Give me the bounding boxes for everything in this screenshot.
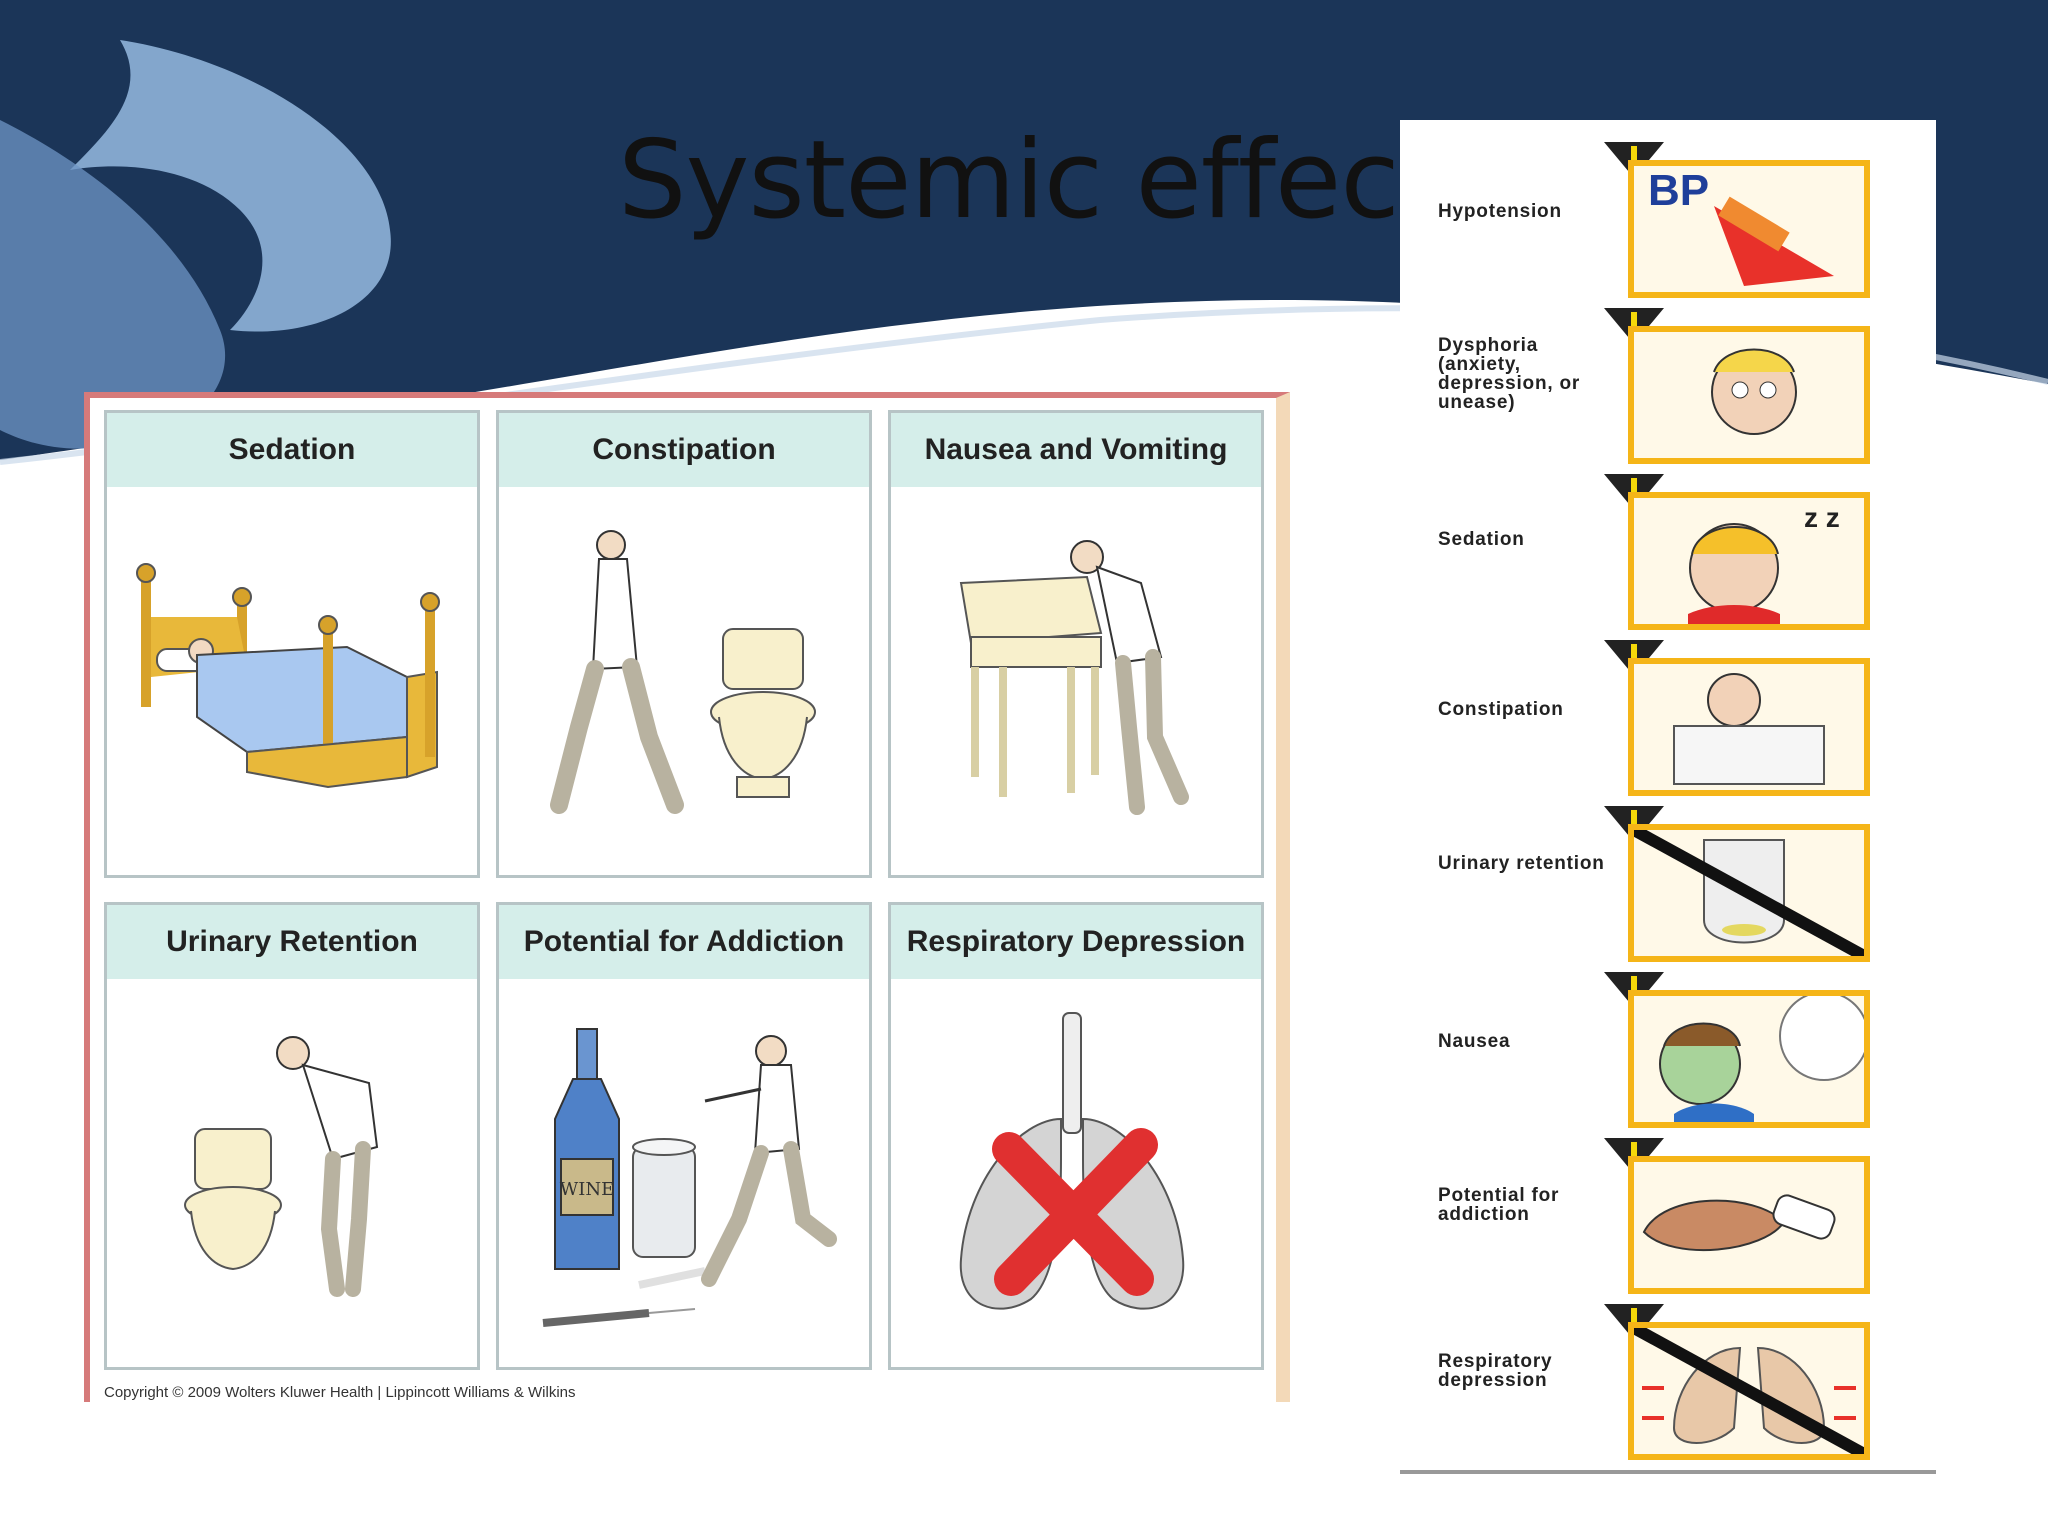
sink-vomiting-icon <box>959 540 1189 815</box>
effect-row-sedation: Sedation z z <box>1400 472 1936 632</box>
banner-shape <box>0 0 2048 460</box>
nauseous-face-icon <box>1628 990 1870 1128</box>
side-effects-column: Hypotension BP Dysphoria (anxiety, depre… <box>1400 120 1936 1474</box>
panel-addiction: Potential for Addiction WINE <box>496 902 872 1370</box>
slide-title: Systemic effects <box>618 118 1496 243</box>
person-toilet-icon <box>550 530 816 814</box>
effect-row-dysphoria: Dysphoria (anxiety, depression, or uneas… <box>1400 306 1936 466</box>
wine-label: WINE <box>560 1179 615 1200</box>
effect-row-addiction: Potential for addiction <box>1400 1136 1936 1296</box>
copyright-text: Copyright © 2009 Wolters Kluwer Health |… <box>104 1384 576 1401</box>
panel-header: Potential for Addiction <box>499 905 869 979</box>
effect-row-nausea: Nausea <box>1400 970 1936 1130</box>
bp-down-arrow-icon: BP <box>1628 160 1870 298</box>
opioid-effects-grid: Sedation Constipation <box>84 392 1294 1408</box>
effect-label: Dysphoria (anxiety, depression, or uneas… <box>1438 335 1581 413</box>
effect-label: Hypotension <box>1438 201 1562 222</box>
effect-row-urinary-retention: Urinary retention <box>1400 804 1936 964</box>
person-urinating-icon <box>184 1036 379 1297</box>
panel-urinary-retention: Urinary Retention <box>104 902 480 1370</box>
panel-respiratory-depression: Respiratory Depression <box>888 902 1264 1370</box>
effect-label: Potential for addiction <box>1438 1185 1560 1225</box>
effect-row-respiratory-depression: Respiratory depression <box>1400 1302 1936 1462</box>
bed-icon <box>136 563 440 789</box>
lungs-cross-icon <box>959 1012 1185 1310</box>
panel-sedation: Sedation <box>104 410 480 878</box>
swirl-shape <box>70 40 391 332</box>
panel-nausea-vomiting: Nausea and Vomiting <box>888 410 1264 878</box>
urinal-crossed-icon <box>1628 824 1870 962</box>
zzz-text: z z <box>1804 502 1840 533</box>
person-on-toilet-icon <box>1628 658 1870 796</box>
effect-row-constipation: Constipation <box>1400 638 1936 798</box>
effect-label: Urinary retention <box>1438 853 1605 874</box>
effect-label: Respiratory depression <box>1438 1351 1553 1391</box>
panel-header: Urinary Retention <box>107 905 477 979</box>
effect-label: Nausea <box>1438 1031 1511 1052</box>
panel-header: Constipation <box>499 413 869 487</box>
effect-row-hypotension: Hypotension BP <box>1400 140 1936 300</box>
figure-frame <box>84 392 1290 1402</box>
wine-bottle-syringe-icon: WINE <box>542 1028 837 1327</box>
panel-header: Sedation <box>107 413 477 487</box>
sleeping-face-icon: z z <box>1628 492 1870 630</box>
effect-label: Sedation <box>1438 529 1525 550</box>
bp-text: BP <box>1648 166 1710 215</box>
panel-constipation: Constipation <box>496 410 872 878</box>
swirl-shape-2 <box>0 120 226 449</box>
hand-pills-icon <box>1628 1156 1870 1294</box>
lungs-crossed-icon <box>1628 1322 1870 1460</box>
anxious-face-icon <box>1628 326 1870 464</box>
panel-header: Respiratory Depression <box>891 905 1261 979</box>
effect-label: Constipation <box>1438 699 1564 720</box>
panel-header: Nausea and Vomiting <box>891 413 1261 487</box>
